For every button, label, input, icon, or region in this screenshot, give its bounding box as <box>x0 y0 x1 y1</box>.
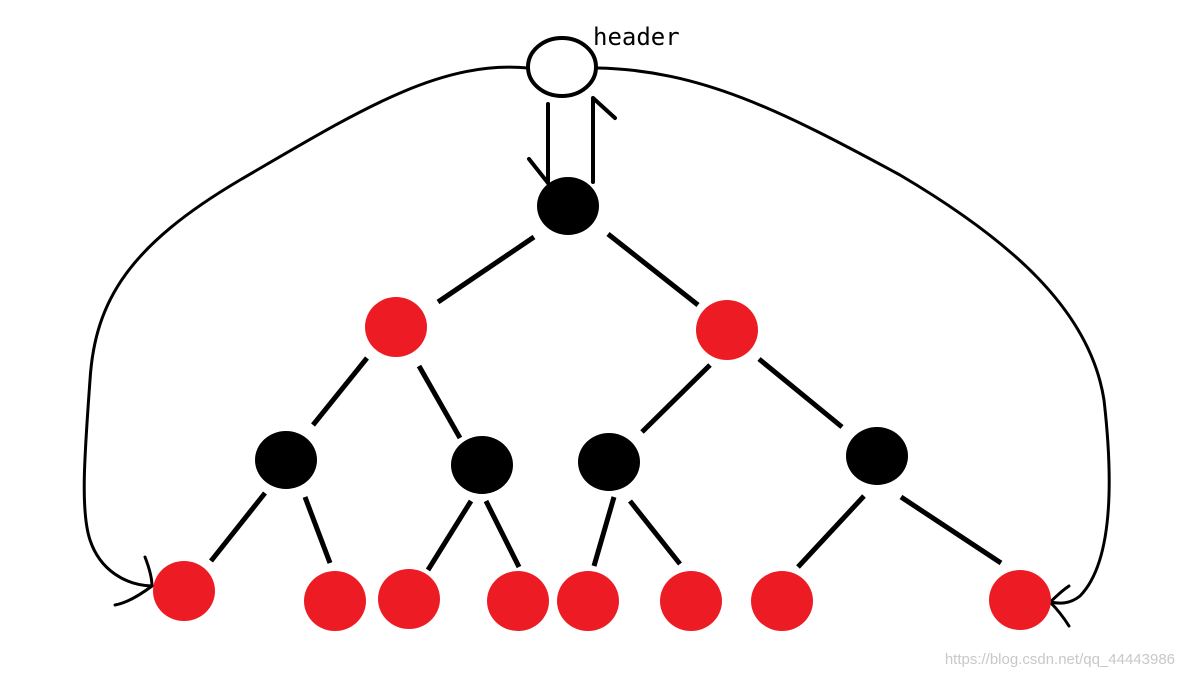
edge-b1-leaf1 <box>209 491 267 563</box>
black-node-1 <box>255 431 317 489</box>
edge-root-left <box>436 234 536 305</box>
edge-b2-leaf4 <box>483 499 522 569</box>
header-to-root-arrow <box>527 102 550 185</box>
header-side-links <box>82 65 1111 628</box>
edge-b3-leaf6 <box>628 499 682 566</box>
red-leaf-6 <box>660 571 722 631</box>
black-node-3 <box>578 433 640 491</box>
red-leaf-2 <box>304 571 366 631</box>
edge-b1-leaf2 <box>302 496 333 564</box>
red-nodes <box>153 297 1051 631</box>
edge-b3-leaf5 <box>591 496 617 567</box>
red-leaf-7 <box>751 571 813 631</box>
header-to-leftmost-curve <box>82 65 530 588</box>
root-black-node <box>537 177 599 235</box>
edge-r1-b1 <box>311 356 369 427</box>
edge-b4-leaf8 <box>899 494 1003 566</box>
edge-root-right <box>606 232 700 307</box>
header-label: header <box>593 23 680 51</box>
leftmost-arrowhead <box>113 555 154 607</box>
edge-r2-b4 <box>757 357 844 429</box>
red-node-level1-left <box>365 297 427 357</box>
red-node-level1-right <box>696 300 758 360</box>
edge-r1-b2 <box>416 364 463 440</box>
red-leaf-5 <box>557 571 619 631</box>
black-node-2 <box>451 436 513 494</box>
black-node-4 <box>846 427 908 485</box>
watermark-text: https://blog.csdn.net/qq_44443986 <box>945 651 1175 668</box>
header-pointers <box>527 96 617 185</box>
header-to-rightmost-curve <box>595 66 1111 605</box>
tree-edges <box>209 232 1003 572</box>
black-nodes <box>255 177 908 494</box>
edge-b2-leaf3 <box>425 499 474 572</box>
root-to-header-arrow <box>591 96 617 184</box>
edge-b4-leaf7 <box>796 494 866 569</box>
red-leaf-8 <box>989 570 1051 630</box>
red-leaf-4 <box>487 571 549 631</box>
rightmost-arrowhead <box>1048 584 1071 628</box>
red-leaf-1 <box>153 561 215 621</box>
edge-r2-b3 <box>640 363 712 434</box>
red-leaf-3 <box>378 569 440 629</box>
header-node <box>526 36 598 98</box>
